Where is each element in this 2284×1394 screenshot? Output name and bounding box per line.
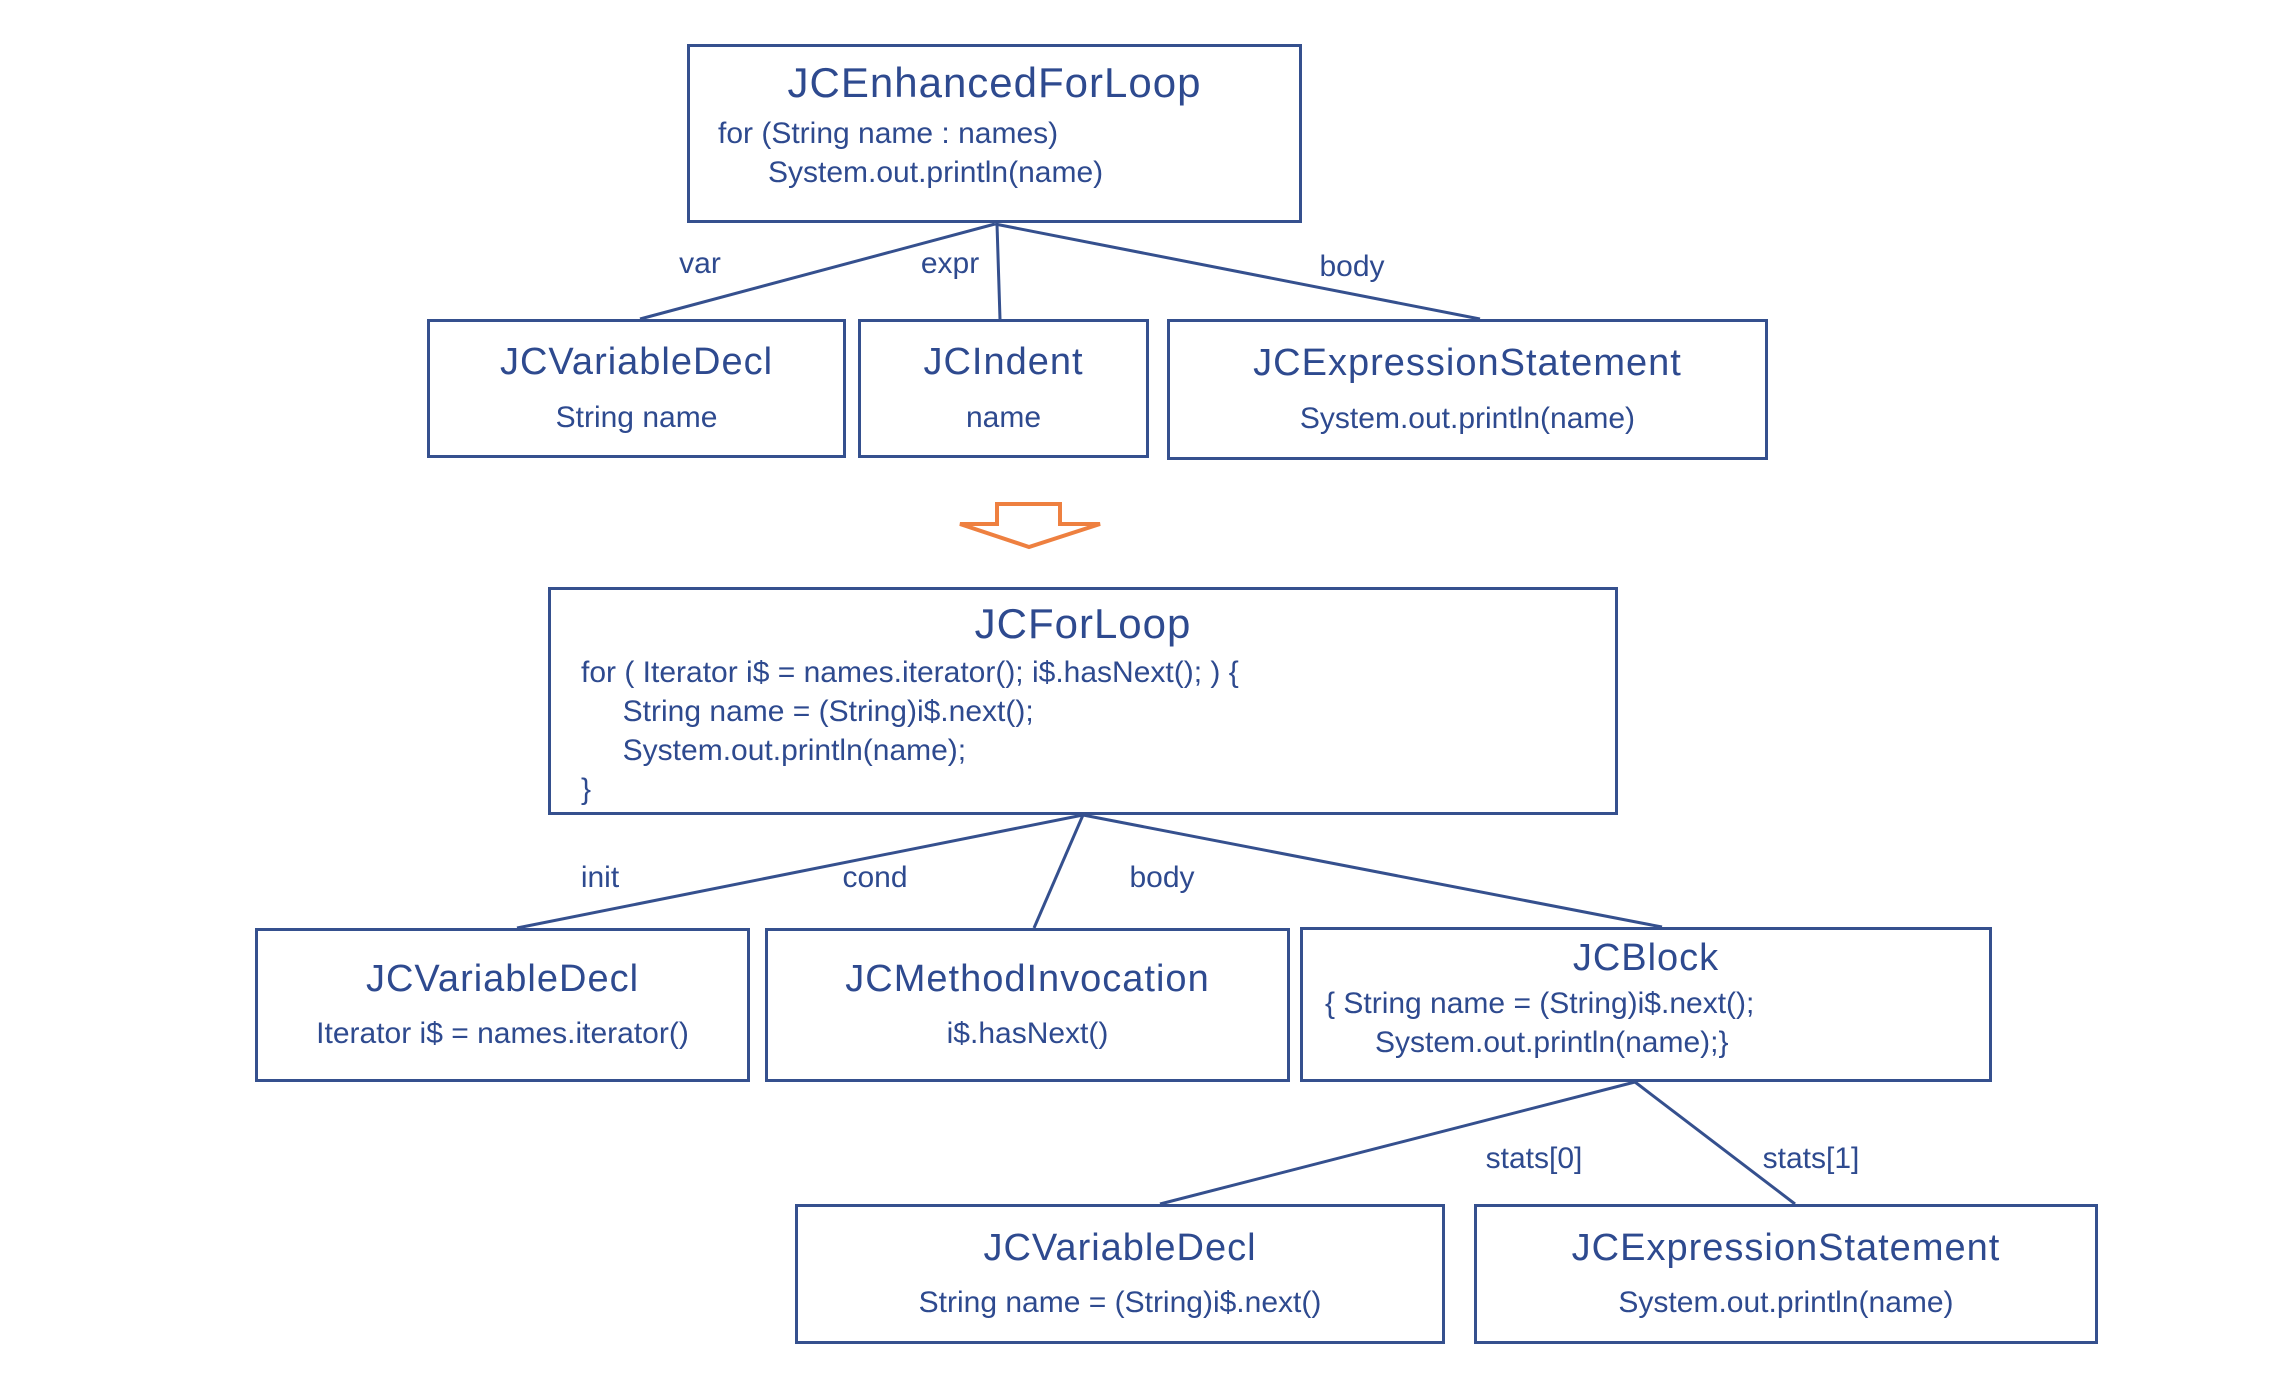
node-title: JCIndent — [923, 341, 1084, 384]
edge-line-cond — [1032, 814, 1085, 929]
node-title: JCMethodInvocation — [845, 957, 1210, 1000]
node-code-line: name — [965, 400, 1042, 434]
node-title: JCExpressionStatement — [1571, 1226, 2001, 1269]
node-code-line: System.out.println(name) — [718, 155, 1104, 189]
edge-label-stats0: stats[0] — [1485, 1142, 1583, 1175]
node-code-line: for (String name : names) — [718, 116, 1059, 150]
edge-line-stats0 — [1159, 1080, 1636, 1206]
node-jc-variable-decl-2: JCVariableDecl Iterator i$ = names.itera… — [255, 928, 750, 1082]
node-code-line: System.out.println(name) — [1299, 401, 1636, 435]
node-title: JCVariableDecl — [983, 1226, 1257, 1269]
node-code-line: i$.hasNext() — [946, 1017, 1109, 1051]
node-jc-enhanced-for-loop: JCEnhancedForLoop for (String name : nam… — [687, 44, 1302, 223]
node-code-line: System.out.println(name) — [1618, 1286, 1954, 1320]
edge-line-stats1 — [1634, 1080, 1796, 1206]
edge-label-stats1: stats[1] — [1762, 1142, 1860, 1175]
node-code-line: { String name = (String)i$.next(); — [1325, 986, 1755, 1020]
node-jc-expression-statement-1: JCExpressionStatement System.out.println… — [1167, 319, 1768, 460]
node-title: JCExpressionStatement — [1253, 342, 1682, 385]
node-jc-method-invocation: JCMethodInvocation i$.hasNext() — [765, 928, 1290, 1082]
node-jc-indent: JCIndent name — [858, 319, 1149, 458]
node-title: JCVariableDecl — [499, 341, 774, 384]
edge-label-cond: cond — [842, 861, 908, 894]
edge-label-var: var — [679, 247, 721, 280]
node-jc-variable-decl-3: JCVariableDecl String name = (String)i$.… — [795, 1204, 1445, 1344]
node-code-line: System.out.println(name); — [581, 733, 967, 767]
node-title: JCVariableDecl — [365, 957, 640, 1000]
node-code-line: String name = (String)i$.next(); — [581, 694, 1034, 728]
node-jc-block: JCBlock { String name = (String)i$.next(… — [1300, 927, 1992, 1082]
edge-label-init: init — [580, 861, 620, 894]
edge-line-body2 — [1082, 813, 1663, 929]
node-code-line: System.out.println(name);} — [1325, 1025, 1729, 1059]
node-title: JCForLoop — [974, 600, 1192, 647]
node-code-line: Iterator i$ = names.iterator() — [316, 1017, 689, 1051]
transform-down-arrow-icon — [959, 502, 1101, 550]
node-title: JCBlock — [1572, 937, 1720, 979]
node-title: JCEnhancedForLoop — [787, 59, 1202, 106]
edge-label-body2: body — [1129, 861, 1195, 894]
node-code-line: } — [581, 772, 592, 806]
node-code-line: String name = (String)i$.next() — [918, 1286, 1322, 1320]
node-jc-for-loop: JCForLoop for ( Iterator i$ = names.iter… — [548, 587, 1618, 815]
edge-line-expr — [995, 223, 1002, 320]
edge-line-init — [516, 813, 1084, 930]
edge-label-body: body — [1319, 250, 1385, 283]
node-code-line: for ( Iterator i$ = names.iterator(); i$… — [581, 655, 1239, 689]
node-jc-variable-decl-1: JCVariableDecl String name — [427, 319, 846, 458]
node-jc-expression-statement-2: JCExpressionStatement System.out.println… — [1474, 1204, 2098, 1344]
edge-label-expr: expr — [920, 247, 980, 280]
node-code-line: String name — [555, 400, 718, 434]
edge-line-body — [994, 222, 1481, 321]
edge-line-var — [639, 222, 996, 321]
